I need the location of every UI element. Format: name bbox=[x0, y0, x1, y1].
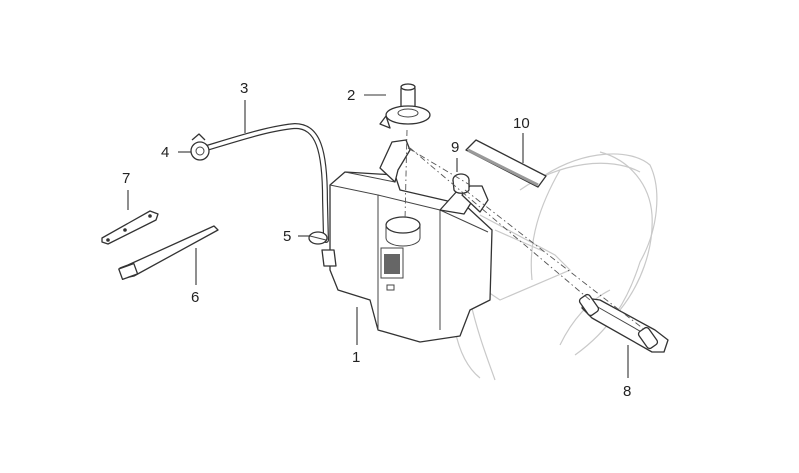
callout-9: 9 bbox=[451, 139, 459, 156]
washer-reservoir bbox=[321, 139, 493, 343]
rubber-grommet bbox=[452, 173, 470, 194]
cable-tie bbox=[118, 225, 219, 281]
foam-pad bbox=[465, 139, 547, 188]
callout-7: 7 bbox=[122, 170, 130, 187]
callout-2: 2 bbox=[347, 87, 355, 104]
retaining-strap bbox=[101, 210, 159, 245]
leader-lines bbox=[127, 94, 629, 378]
callout-8: 8 bbox=[623, 383, 631, 400]
callout-3: 3 bbox=[240, 80, 248, 97]
callout-4: 4 bbox=[161, 144, 169, 161]
filler-cap bbox=[379, 83, 431, 129]
callout-labels: 1 2 3 4 5 6 7 8 9 10 bbox=[122, 80, 631, 400]
hose-clip-upper bbox=[190, 133, 210, 161]
assembly-lines bbox=[404, 129, 646, 331]
mounting-bracket bbox=[578, 293, 669, 353]
callout-1: 1 bbox=[352, 349, 360, 366]
callout-5: 5 bbox=[283, 228, 291, 245]
hose-clip-lower bbox=[308, 231, 328, 245]
callout-10: 10 bbox=[513, 115, 530, 132]
washer-hose bbox=[197, 122, 329, 243]
callout-6: 6 bbox=[191, 289, 199, 306]
